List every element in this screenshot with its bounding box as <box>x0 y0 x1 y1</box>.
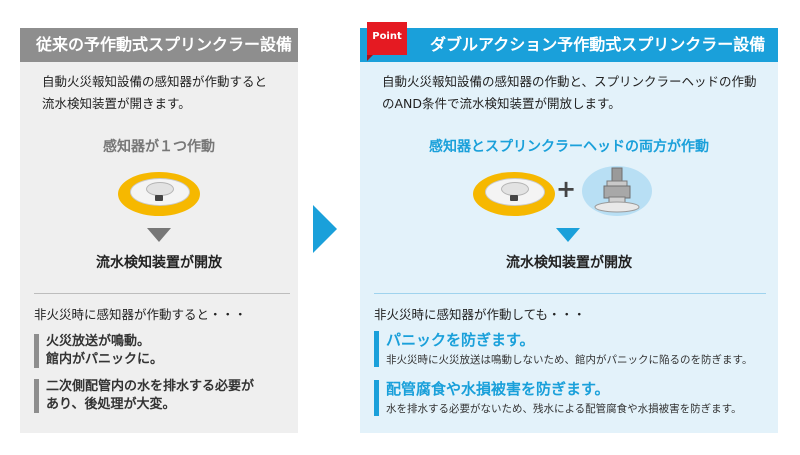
double-action-system-title: ダブルアクション予作動式スプリンクラー設備 <box>360 28 778 62</box>
double-action-intro: 自動火災報知設備の感知器の作動と、スプリンクラーヘッドの作動 のAND条件で流水… <box>382 71 772 115</box>
conventional-system-panel: 従来の予作動式スプリンクラー設備 自動火災報知設備の感知器が作動すると 流水検知… <box>20 28 298 433</box>
issue-2-line1: 二次側配管内の水を排水する必要が <box>46 379 255 394</box>
double-action-system-panel: ダブルアクション予作動式スプリンクラー設備 Point 自動火災報知設備の感知器… <box>360 22 778 433</box>
benefit-2-desc: 水を排水する必要がないため、残水による配管腐食や水損被害を防ぎます。 <box>386 403 742 415</box>
conventional-issue-2: 二次側配管内の水を排水する必要が あり、後処理が大変。 <box>46 378 254 414</box>
right-arrow-icon <box>313 205 337 253</box>
conventional-issue-1: 火災放送が鳴動。 館内がパニックに。 <box>46 333 163 369</box>
conventional-intro: 自動火災報知設備の感知器が作動すると 流水検知装置が開きます。 <box>42 71 292 115</box>
bullet-bar <box>374 331 379 367</box>
conventional-result: 流水検知装置が開放 <box>96 255 222 271</box>
bullet-bar <box>34 334 39 368</box>
double-action-result: 流水検知装置が開放 <box>506 255 632 271</box>
bullet-bar <box>374 380 379 416</box>
down-arrow-icon <box>556 228 580 242</box>
conventional-system-title: 従来の予作動式スプリンクラー設備 <box>20 28 298 62</box>
issue-2-line2: あり、後処理が大変。 <box>46 397 176 412</box>
double-action-lead: 非火災時に感知器が作動しても・・・ <box>374 307 586 322</box>
point-badge: Point <box>367 22 407 61</box>
sprinkler-head-icon <box>582 166 652 216</box>
double-action-intro-line2: のAND条件で流水検知装置が開放します。 <box>382 96 621 111</box>
smoke-detector-icon <box>473 172 555 216</box>
issue-1-line1: 火災放送が鳴動。 <box>46 334 151 349</box>
benefit-2-title: 配管腐食や水損被害を防ぎます。 <box>386 380 610 398</box>
conventional-intro-line2: 流水検知装置が開きます。 <box>42 96 191 111</box>
smoke-detector-icon <box>118 172 200 216</box>
double-action-intro-line1: 自動火災報知設備の感知器の作動と、スプリンクラーヘッドの作動 <box>382 74 757 89</box>
conventional-intro-line1: 自動火災報知設備の感知器が作動すると <box>42 74 268 89</box>
bullet-bar <box>34 379 39 413</box>
issue-1-line2: 館内がパニックに。 <box>46 352 164 367</box>
down-arrow-icon <box>147 228 171 242</box>
benefit-1-title: パニックを防ぎます。 <box>386 331 535 349</box>
divider <box>374 293 766 294</box>
benefit-1-desc: 非火災時に火災放送は鳴動しないため、館内がパニックに陥るのを防ぎます。 <box>386 354 753 366</box>
conventional-lead: 非火災時に感知器が作動すると・・・ <box>34 307 247 322</box>
conventional-condition: 感知器が１つ作動 <box>103 139 215 155</box>
divider <box>34 293 290 294</box>
double-action-condition: 感知器とスプリンクラーヘッドの両方が作動 <box>429 139 709 155</box>
plus-sign: + <box>556 175 577 203</box>
